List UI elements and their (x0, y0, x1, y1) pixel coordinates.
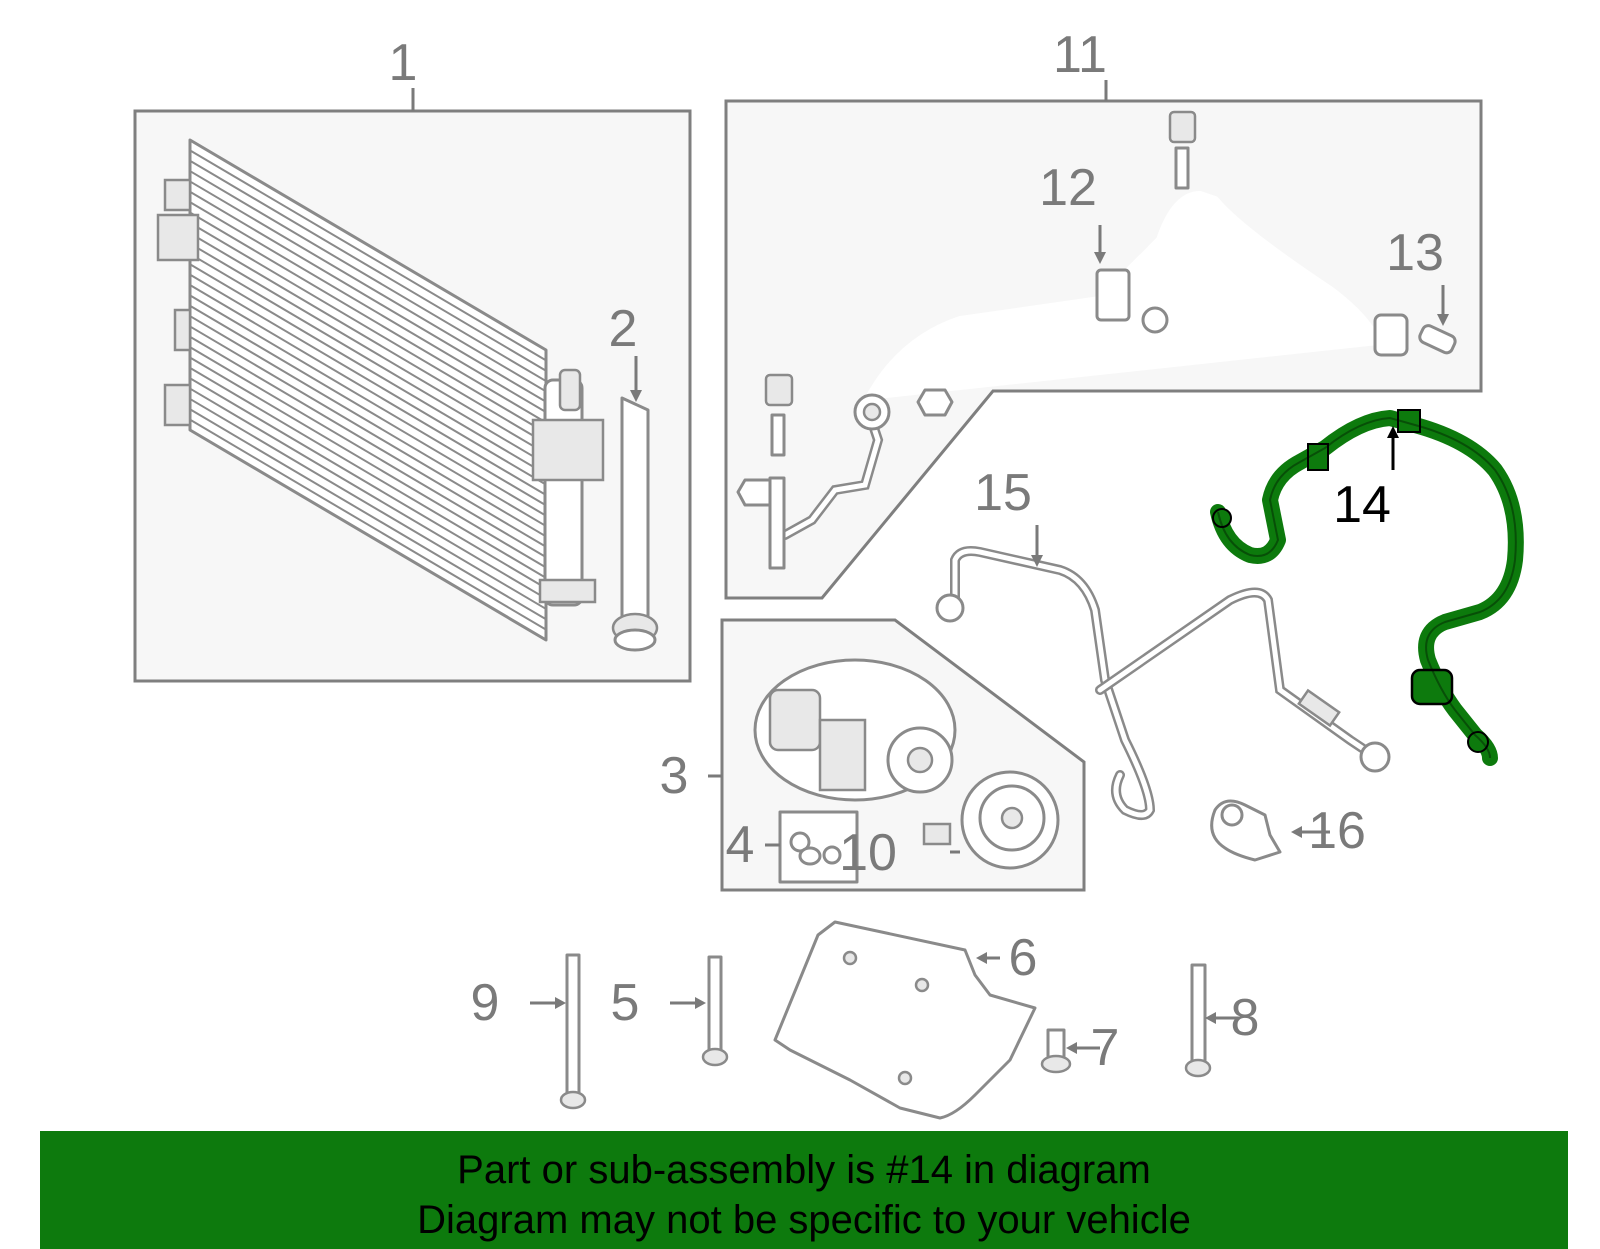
callout-2: 2 (609, 300, 638, 358)
banner-line-2: Diagram may not be specific to your vehi… (417, 1198, 1191, 1242)
condenser-fin (189, 159, 547, 372)
callout-6: 6 (1009, 929, 1038, 987)
lines-group (724, 80, 1483, 600)
condenser-fin (189, 232, 547, 445)
info-banner: Part or sub-assembly is #14 in diagram D… (40, 1131, 1568, 1249)
compressor-group (708, 618, 1086, 892)
bolts (530, 953, 1240, 1110)
condenser-fin (189, 149, 547, 362)
hose-14-highlight (1210, 409, 1524, 766)
banner-line-1: Part or sub-assembly is #14 in diagram (457, 1148, 1151, 1192)
condenser-fin (189, 201, 547, 414)
callout-3: 3 (660, 747, 689, 805)
condenser-fin (189, 304, 547, 517)
condenser-fin (189, 263, 547, 476)
condenser-fin (189, 356, 547, 569)
callout-15: 15 (974, 464, 1032, 522)
line-15-group (935, 525, 1391, 820)
callout-labels: 1 2 3 4 5 6 7 8 9 10 11 12 13 14 15 16 (389, 26, 1444, 1077)
condenser-fin (189, 346, 547, 559)
condenser-fin (189, 315, 547, 527)
callout-14: 14 (1333, 476, 1391, 534)
callout-16: 16 (1308, 802, 1366, 860)
condenser-fin (189, 170, 547, 382)
heat-shield-6 (773, 920, 1037, 1120)
condenser-fin (189, 211, 547, 424)
callout-10: 10 (839, 824, 897, 882)
callout-7: 7 (1091, 1019, 1120, 1077)
condenser-fin (189, 387, 547, 600)
condenser-fin (189, 335, 547, 548)
callout-1: 1 (389, 34, 418, 92)
condenser-fin (189, 190, 547, 403)
condenser-fin (189, 242, 547, 455)
condenser-fin (189, 418, 547, 631)
callout-11: 11 (1053, 26, 1107, 84)
bracket-16 (1210, 799, 1330, 862)
callout-13: 13 (1386, 224, 1444, 282)
callout-12: 12 (1039, 159, 1097, 217)
callout-5: 5 (611, 974, 640, 1032)
condenser-fin (189, 325, 547, 538)
callout-9: 9 (471, 974, 500, 1032)
condenser-fin (189, 366, 547, 579)
condenser-fin (189, 377, 547, 590)
receiver-drier (620, 396, 650, 620)
condenser-group (133, 88, 692, 683)
condenser-fin (189, 284, 547, 496)
condenser-fin (189, 253, 547, 465)
condenser-fin (189, 273, 547, 486)
condenser-fin (189, 180, 547, 393)
condenser-fin (189, 221, 547, 434)
callout-4: 4 (726, 816, 755, 874)
condenser-fin (189, 294, 547, 507)
callout-8: 8 (1231, 989, 1260, 1047)
condenser-fin (189, 398, 547, 610)
condenser-fin (189, 408, 547, 621)
